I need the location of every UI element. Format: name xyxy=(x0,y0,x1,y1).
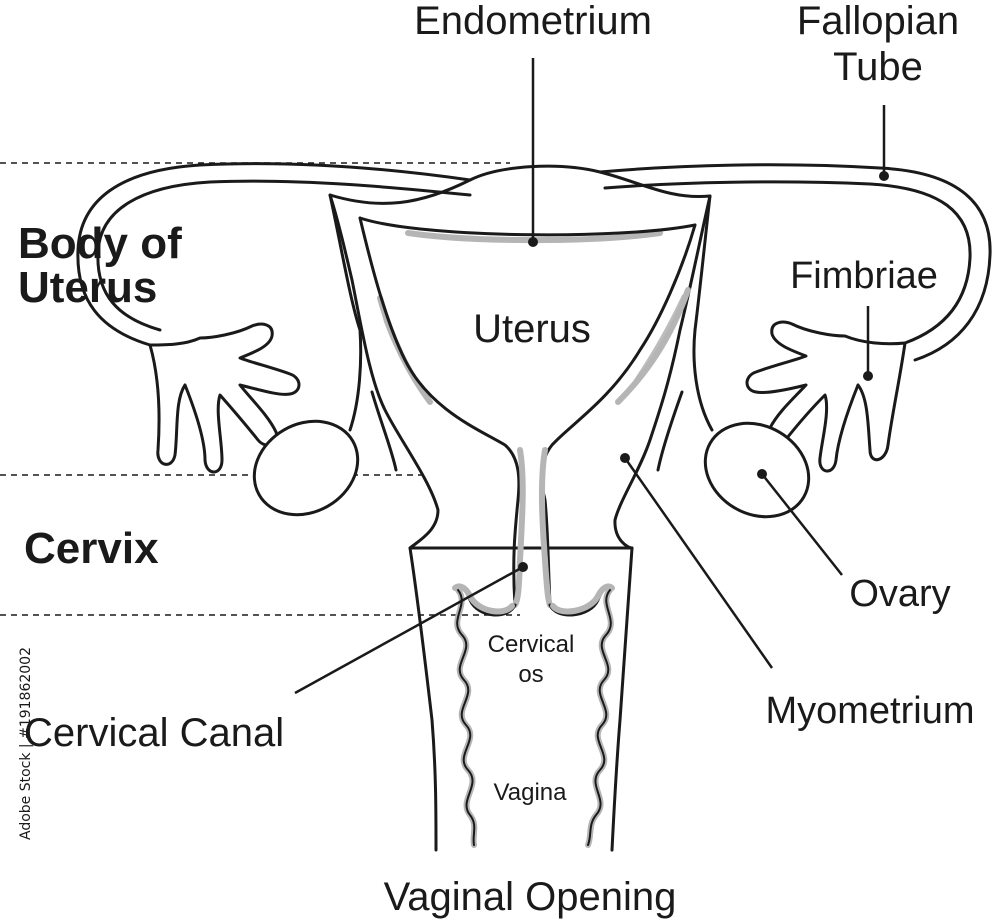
stock-watermark: Adobe Stock | #191862002 xyxy=(18,647,34,840)
uterus-label: Uterus xyxy=(473,307,591,351)
body-of-uterus-label-line2: Uterus xyxy=(18,263,157,312)
vagina-label: Vagina xyxy=(494,779,568,806)
cervical-canal-leader xyxy=(295,567,523,693)
fimbriae-label: Fimbriae xyxy=(790,255,938,297)
cervical-os-label-line2: os xyxy=(518,661,543,688)
fallopian-tube-label-line2: Tube xyxy=(833,45,923,89)
cervical-canal-label: Cervical Canal xyxy=(24,711,284,755)
cervix-label: Cervix xyxy=(24,524,159,573)
cervical-os-label-line1: Cervical xyxy=(488,631,575,658)
endometrium-label: Endometrium xyxy=(414,0,652,43)
body-of-uterus-label-line1: Body of xyxy=(18,219,182,268)
ovary-label: Ovary xyxy=(849,573,950,615)
uterus-body xyxy=(330,166,710,605)
vaginal-rugae xyxy=(457,590,611,845)
fallopian-tube-label-line1: Fallopian xyxy=(797,0,959,43)
vaginal-opening-label: Vaginal Opening xyxy=(384,875,677,919)
myometrium-label: Myometrium xyxy=(765,690,974,732)
